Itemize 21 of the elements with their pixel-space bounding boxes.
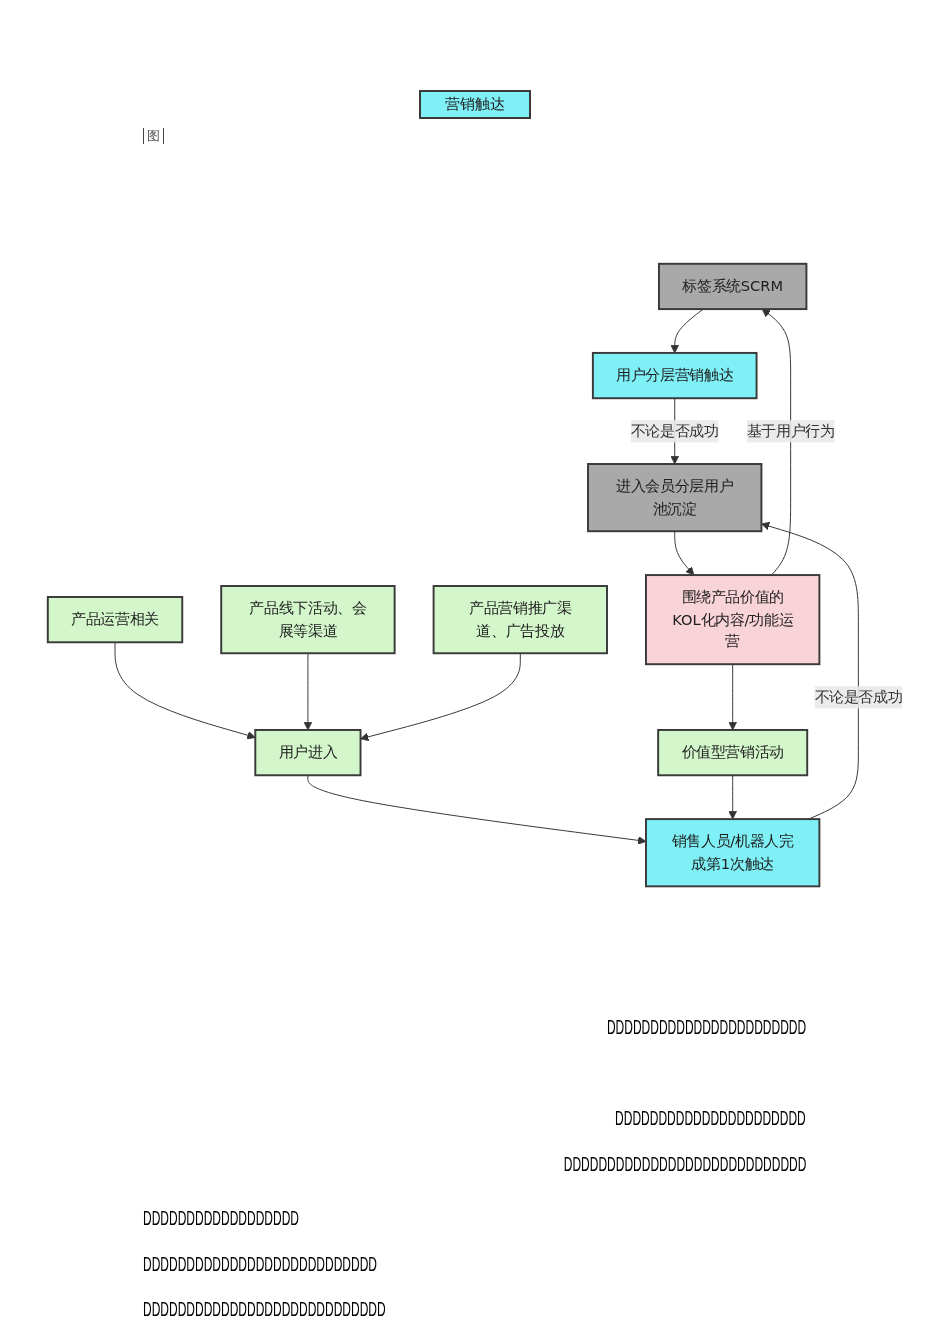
node-box: 用户分层营销触达 [591, 351, 758, 400]
edge-label: 不论是否成功 [814, 688, 903, 706]
node-box: 用户进入 [254, 728, 362, 777]
node-box: 产品营销推广渠道、广告投放 [432, 585, 608, 655]
garbled-text-line: DDDDDDDDDDDDDDDDDDDDDD [615, 1106, 806, 1130]
garbled-text-line: DDDDDDDDDDDDDDDDDDDDDDDDDDDD [563, 1152, 806, 1176]
edge-label: 不论是否成功 [630, 422, 719, 440]
node-box: 销售人员/机器人完成第1次触达 [645, 818, 821, 888]
node-box: 价值型营销活动 [657, 728, 809, 777]
garbled-text-line: DDDDDDDDDDDDDDDDDDDDDDD [606, 1015, 806, 1039]
garbled-text-line: DDDDDDDDDDDDDDDDDDDDDDDDDDD [143, 1252, 377, 1276]
node-box: 进入会员分层用户池沉淀 [587, 462, 763, 533]
legend-key: 营销触达 [419, 90, 531, 119]
garbled-text-line: DDDDDDDDDDDDDDDDDD [143, 1206, 299, 1230]
node-box: 标签系统SCRM [658, 262, 808, 310]
node-box: 产品线下活动、会展等渠道 [220, 585, 396, 655]
garbled-text-line: DDDDDDDDDDDDDDDDDDDDDDDDDDDD [143, 1297, 386, 1321]
node-box: 产品运营相关 [46, 595, 184, 644]
node-box: 围绕产品价值的KOL化内容/功能运营 [645, 574, 821, 666]
image-placeholder-text: 图 [143, 128, 164, 144]
edge-label: 基于用户行为 [746, 422, 835, 440]
